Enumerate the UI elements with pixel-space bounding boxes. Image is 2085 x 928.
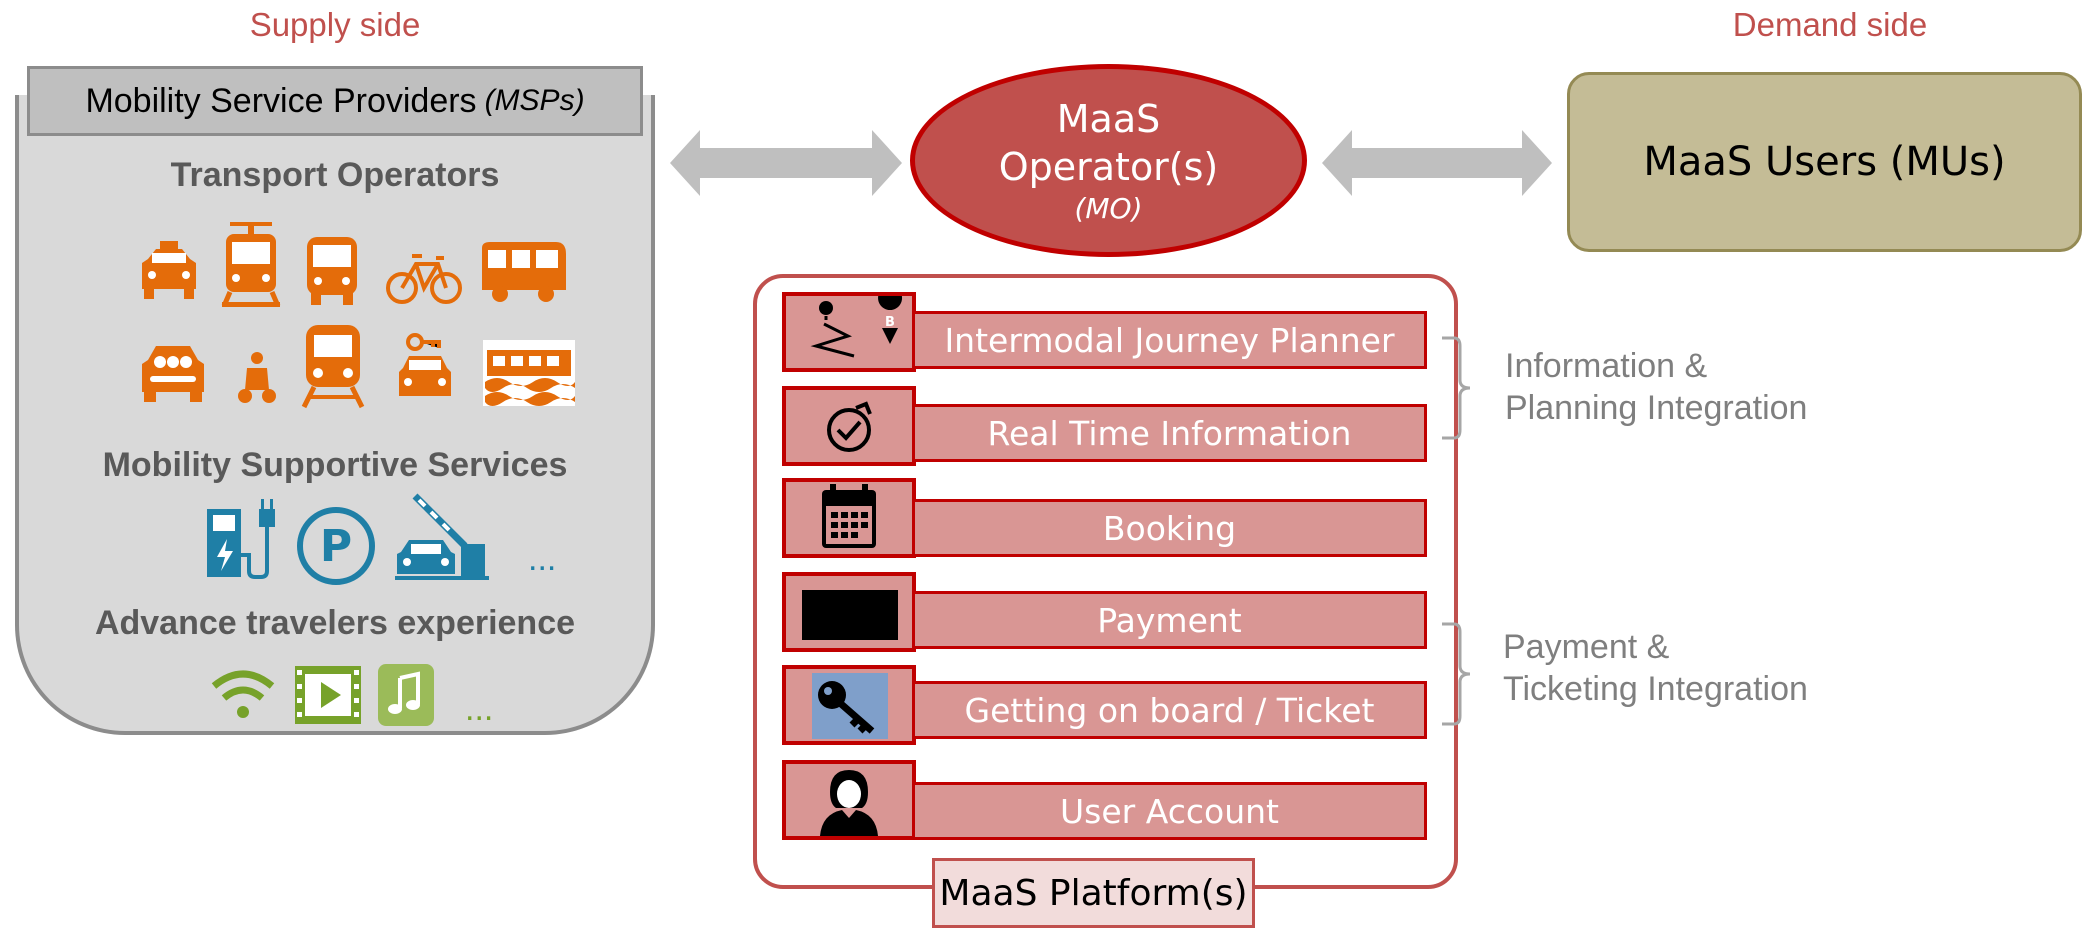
route-map-icon: B <box>782 286 916 372</box>
taxi-icon <box>142 241 196 299</box>
bus-icon <box>307 237 357 305</box>
supply-operator-arrow <box>670 130 902 196</box>
svg-text:B: B <box>885 315 895 330</box>
operator-abbr: (MO) <box>1074 192 1143 225</box>
info-group-label: Information & Planning Integration <box>1505 345 1807 429</box>
train-icon <box>301 325 365 409</box>
user-icon <box>782 760 916 840</box>
service-booking: Booking <box>912 499 1427 557</box>
experience-title: Advance travelers experience <box>94 604 576 642</box>
carpool-icon <box>142 346 204 402</box>
operator-users-arrow <box>1322 130 1552 196</box>
service-real-time-info: Real Time Information <box>912 404 1427 462</box>
supply-header-title: Mobility Service Providers <box>85 81 477 120</box>
operator-line2: Operator(s) <box>998 145 1219 189</box>
transport-operators-title: Transport Operators <box>170 156 500 194</box>
video-icon <box>295 666 361 724</box>
payment-group-line1: Payment & <box>1503 628 1670 666</box>
service-payment: Payment <box>912 591 1427 649</box>
payment-group-brace <box>1442 622 1471 726</box>
coach-icon <box>482 242 566 302</box>
supply-header: Mobility Service Providers(MSPs) <box>27 66 643 136</box>
maas-operator: MaaS Operator(s) (MO) <box>910 64 1307 257</box>
svg-text:P: P <box>320 521 352 572</box>
operator-line1: MaaS <box>1056 97 1161 141</box>
service-journey-planner: Intermodal Journey Planner <box>912 311 1427 369</box>
supply-side-label: Supply side <box>249 6 421 43</box>
wifi-icon <box>211 670 275 718</box>
barrier-gate-icon <box>395 493 489 580</box>
tram-icon <box>221 222 281 307</box>
service-user-account: User Account <box>912 782 1427 840</box>
supportive-services-title: Mobility Supportive Services <box>102 446 568 484</box>
supply-header-abbr: (MSPs) <box>484 84 585 117</box>
ev-charging-icon <box>207 499 275 579</box>
experience-more-indicator: ... <box>465 690 494 728</box>
payment-group-line2: Ticketing Integration <box>1503 670 1808 708</box>
payment-group-label: Payment & Ticketing Integration <box>1503 626 1808 710</box>
car-rental-icon <box>399 333 451 396</box>
key-icon <box>782 665 916 745</box>
payment-icon <box>782 572 916 652</box>
bicycle-icon <box>386 254 462 304</box>
maas-users: MaaS Users (MUs) <box>1567 72 2082 252</box>
parking-icon: P <box>297 507 375 585</box>
demand-side-label: Demand side <box>1732 6 1928 43</box>
scooter-icon <box>238 352 276 403</box>
clock-icon <box>782 386 916 466</box>
music-icon <box>378 664 434 726</box>
calendar-icon <box>782 478 916 558</box>
supply-panel <box>15 95 655 735</box>
info-group-brace <box>1442 336 1471 440</box>
ferry-icon <box>483 340 575 406</box>
info-group-line2: Planning Integration <box>1505 389 1808 427</box>
service-ticket: Getting on board / Ticket <box>912 681 1427 739</box>
platform-label: MaaS Platform(s) <box>932 858 1255 928</box>
info-group-line1: Information & <box>1505 347 1708 385</box>
supportive-more-indicator: ... <box>528 540 557 578</box>
